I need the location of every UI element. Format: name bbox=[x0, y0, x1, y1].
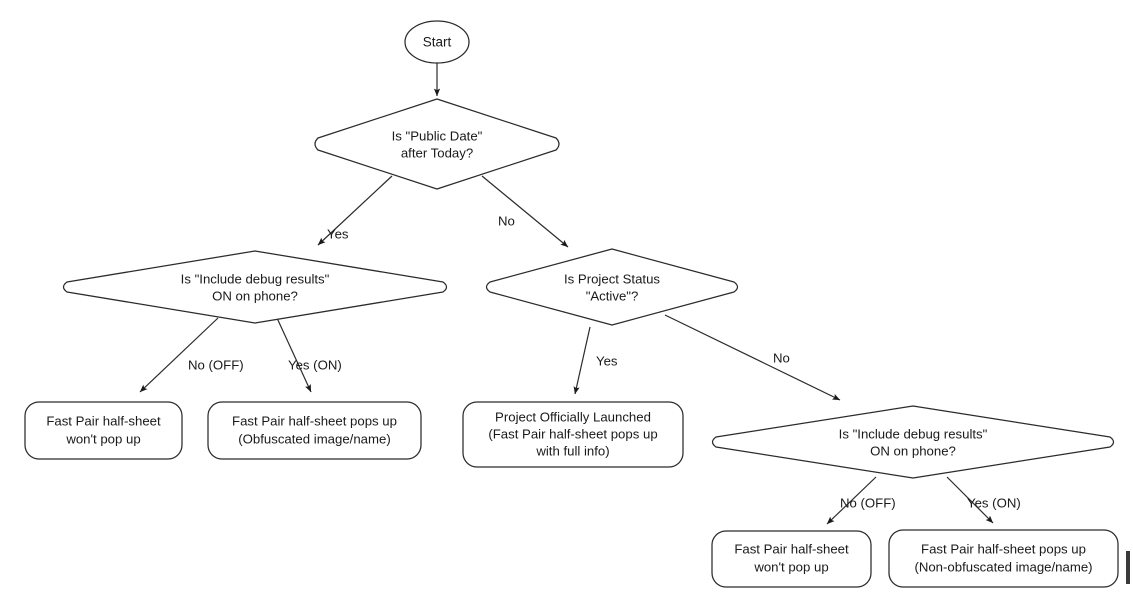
node-decision-public-date[interactable]: Is "Public Date" after Today? bbox=[314, 98, 560, 190]
result-left-on-line1: Fast Pair half-sheet pops up bbox=[232, 413, 397, 428]
result-launched-line2: (Fast Pair half-sheet pops up bbox=[488, 426, 657, 441]
result-box-shape[interactable] bbox=[711, 530, 872, 588]
node-decision-project-status[interactable]: Is Project Status "Active"? bbox=[485, 248, 739, 326]
edge-line bbox=[664, 314, 841, 401]
edge-line bbox=[481, 175, 569, 248]
decision-public-date-line2: after Today? bbox=[401, 145, 473, 160]
edge-debug-left-off: No (OFF) bbox=[139, 317, 244, 393]
edge-project-status-no: No bbox=[664, 314, 841, 401]
result-box-shape[interactable] bbox=[462, 401, 684, 468]
decision-diamond-shape[interactable] bbox=[485, 248, 739, 326]
node-result-right-on[interactable]: Fast Pair half-sheet pops up (Non-obfusc… bbox=[888, 529, 1119, 588]
decision-debug-left-line1: Is "Include debug results" bbox=[181, 271, 330, 286]
edge-debug-left-on: Yes (ON) bbox=[276, 317, 342, 393]
edge-line bbox=[946, 476, 994, 524]
edge-project-status-yes: Yes bbox=[573, 326, 618, 395]
result-box-shape[interactable] bbox=[207, 401, 422, 460]
edge-line bbox=[826, 476, 877, 525]
result-left-off-line2: won't pop up bbox=[65, 431, 140, 446]
edge-line bbox=[573, 326, 591, 395]
edge-label-project-status-yes: Yes bbox=[596, 353, 618, 368]
edge-public-date-yes: Yes bbox=[317, 175, 393, 246]
decision-debug-right-line2: ON on phone? bbox=[870, 443, 956, 458]
edge-label-debug-right-off: No (OFF) bbox=[840, 495, 896, 510]
node-result-left-off[interactable]: Fast Pair half-sheet won't pop up bbox=[24, 401, 183, 460]
result-launched-line1: Project Officially Launched bbox=[495, 409, 651, 424]
decision-debug-right-line1: Is "Include debug results" bbox=[839, 426, 988, 441]
result-launched-line3: with full info) bbox=[535, 443, 609, 458]
result-box-shape[interactable] bbox=[888, 529, 1119, 588]
node-result-launched[interactable]: Project Officially Launched (Fast Pair h… bbox=[462, 401, 684, 468]
node-start[interactable]: Start bbox=[404, 20, 470, 64]
edge-line bbox=[317, 175, 393, 246]
node-result-right-off[interactable]: Fast Pair half-sheet won't pop up bbox=[711, 530, 872, 588]
result-left-on-line2: (Obfuscated image/name) bbox=[238, 431, 390, 446]
result-right-on-line1: Fast Pair half-sheet pops up bbox=[921, 541, 1086, 556]
edge-public-date-no: No bbox=[481, 175, 569, 248]
decision-diamond-shape[interactable] bbox=[314, 98, 560, 190]
edge-debug-right-on: Yes (ON) bbox=[946, 476, 1021, 524]
edge-label-debug-right-on: Yes (ON) bbox=[967, 495, 1021, 510]
decision-debug-left-line2: ON on phone? bbox=[212, 288, 298, 303]
node-decision-debug-left[interactable]: Is "Include debug results" ON on phone? bbox=[62, 250, 448, 324]
edge-label-public-date-no: No bbox=[498, 213, 515, 228]
decision-diamond-shape[interactable] bbox=[62, 250, 448, 324]
node-decision-debug-right[interactable]: Is "Include debug results" ON on phone? bbox=[711, 405, 1115, 479]
decision-project-status-line1: Is Project Status bbox=[564, 271, 660, 286]
edge-label-debug-left-on: Yes (ON) bbox=[288, 357, 342, 372]
node-result-left-on[interactable]: Fast Pair half-sheet pops up (Obfuscated… bbox=[207, 401, 422, 460]
result-box-shape[interactable] bbox=[24, 401, 183, 460]
start-label: Start bbox=[423, 35, 452, 50]
decision-project-status-line2: "Active"? bbox=[586, 288, 639, 303]
edge-debug-right-off: No (OFF) bbox=[826, 476, 896, 525]
edge-crop-artifact bbox=[1126, 551, 1130, 584]
edge-line bbox=[276, 317, 312, 393]
decision-public-date-line1: Is "Public Date" bbox=[392, 128, 483, 143]
start-ellipse-shape[interactable] bbox=[404, 20, 470, 64]
edge-label-debug-left-off: No (OFF) bbox=[188, 357, 244, 372]
edge-label-project-status-no: No bbox=[773, 350, 790, 365]
edge-line bbox=[139, 317, 219, 393]
result-right-off-line2: won't pop up bbox=[753, 559, 828, 574]
edge-label-public-date-yes: Yes bbox=[327, 226, 349, 241]
result-right-on-line2: (Non-obfuscated image/name) bbox=[914, 559, 1092, 574]
result-right-off-line1: Fast Pair half-sheet bbox=[734, 541, 849, 556]
result-left-off-line1: Fast Pair half-sheet bbox=[46, 413, 161, 428]
decision-diamond-shape[interactable] bbox=[711, 405, 1115, 479]
